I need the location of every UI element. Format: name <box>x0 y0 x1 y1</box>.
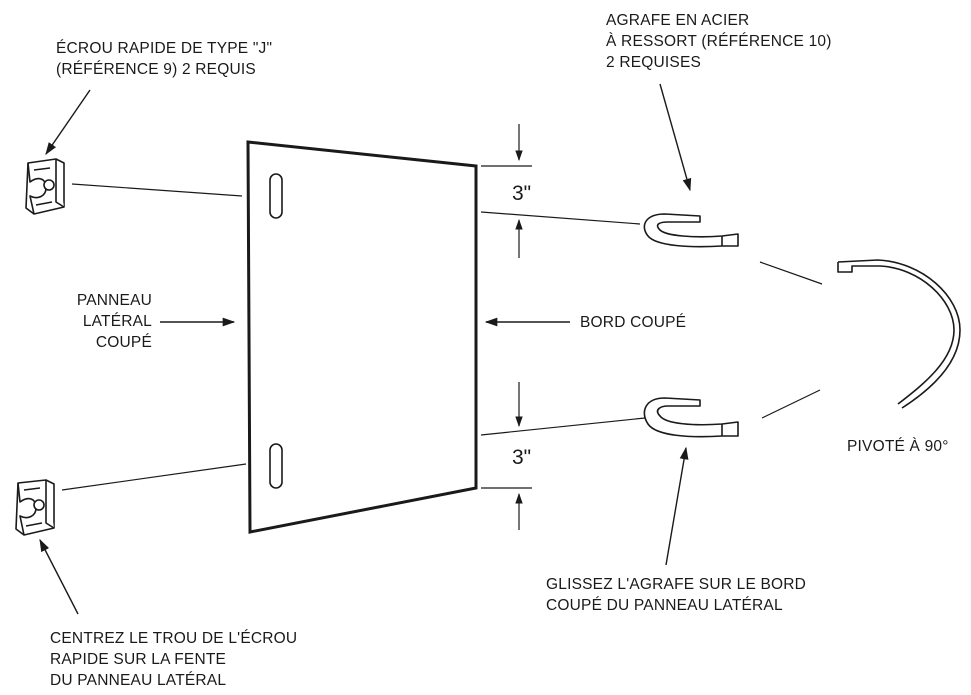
arrow-nut-bottom <box>39 538 79 615</box>
j-nut-top <box>25 158 65 215</box>
label-spring-clip-line-2: À RESSORT (RÉFÉRENCE 10) <box>606 33 832 50</box>
label-j-nut-line-1: ÉCROU RAPIDE DE TYPE "J" <box>56 40 273 57</box>
label-cut-panel-line-3: COUPÉ <box>95 334 152 351</box>
label-spring-clip-line-1: AGRAFE EN ACIER <box>606 12 750 29</box>
side-panel <box>246 140 478 534</box>
arrow-nut-top <box>45 89 91 156</box>
label-slide-clip-line-1: GLISSEZ L'AGRAFE SUR LE BORD <box>546 576 807 593</box>
rotated-clip <box>837 259 961 409</box>
label-slide-clip-line-2: COUPÉ DU PANNEAU LATÉRAL <box>546 597 783 614</box>
label-center-nut-line-2: RAPIDE SUR LA FENTE <box>50 651 227 668</box>
label-cut-panel-line-2: LATÉRAL <box>82 313 152 330</box>
upper-slot <box>269 173 283 219</box>
label-rotated: PIVOTÉ À 90° <box>847 438 949 455</box>
label-center-nut-line-1: CENTREZ LE TROU DE L'ÉCROU <box>50 630 298 647</box>
dimension-bottom-label: 3" <box>512 446 532 469</box>
dimension-top <box>481 124 532 258</box>
spring-clip-bottom <box>643 397 739 438</box>
dimension-top-label: 3" <box>512 182 532 205</box>
reference-lines <box>61 183 823 491</box>
label-center-nut-line-3: DU PANNEAU LATÉRAL <box>50 672 227 689</box>
j-nut-bottom <box>15 479 55 536</box>
label-cut-edge: BORD COUPÉ <box>580 314 687 331</box>
arrow-clip-top <box>659 83 692 192</box>
label-slide-clip: GLISSEZ L'AGRAFE SUR LE BORD COUPÉ DU PA… <box>546 574 806 616</box>
lower-slot <box>269 443 283 489</box>
arrow-clip-bottom <box>665 446 689 566</box>
label-cut-panel: PANNEAU LATÉRAL COUPÉ <box>44 290 152 353</box>
dimension-bottom <box>481 382 532 530</box>
label-cut-panel-line-1: PANNEAU <box>76 292 152 309</box>
label-j-nut-line-2: (RÉFÉRENCE 9) 2 REQUIS <box>56 61 256 78</box>
label-center-nut: CENTREZ LE TROU DE L'ÉCROU RAPIDE SUR LA… <box>50 628 297 691</box>
label-j-nut: ÉCROU RAPIDE DE TYPE "J" (RÉFÉRENCE 9) 2… <box>56 38 272 80</box>
leader-arrows <box>39 83 692 615</box>
spring-clip-top <box>643 213 739 248</box>
label-spring-clip-line-3: 2 REQUISES <box>606 54 702 71</box>
label-spring-clip: AGRAFE EN ACIER À RESSORT (RÉFÉRENCE 10)… <box>606 10 832 73</box>
